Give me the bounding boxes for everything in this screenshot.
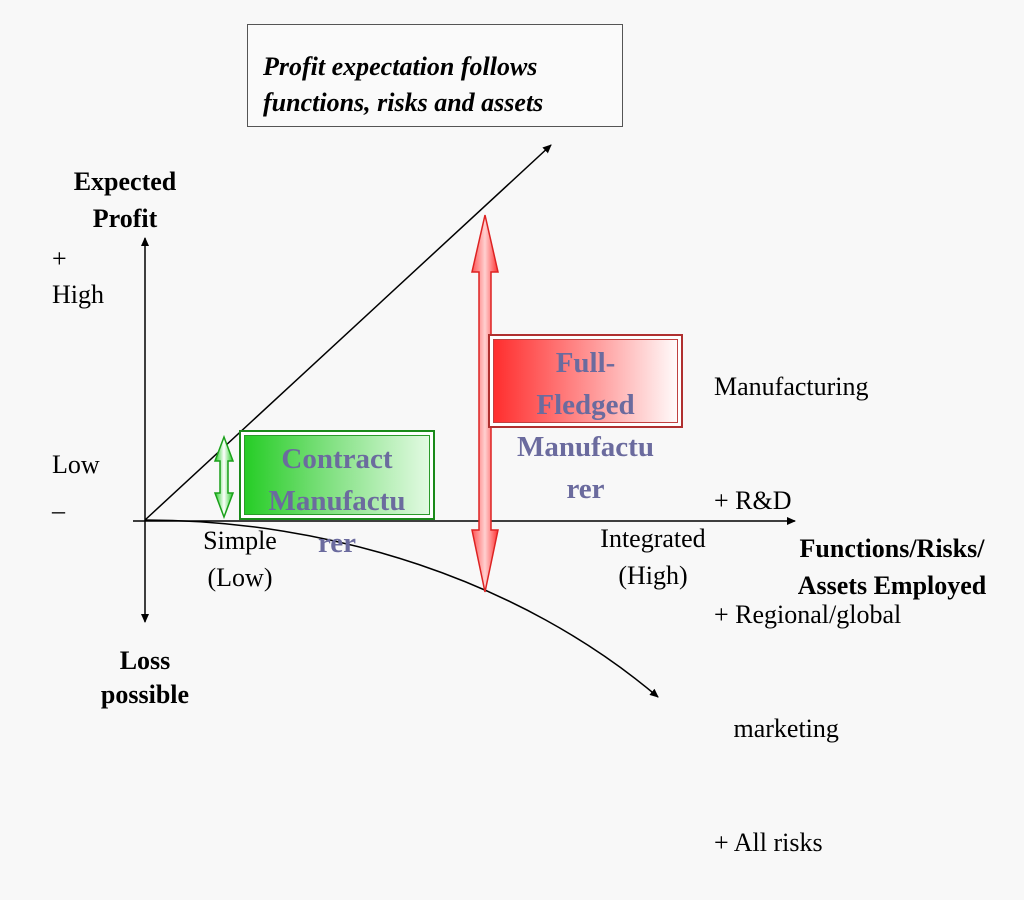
loss-label-line-2: possible <box>100 680 190 709</box>
y-axis-label: Expected Profit <box>55 163 195 237</box>
contract-manufacturer-box <box>239 430 435 520</box>
title-line-2: functions, risks and assets <box>263 88 544 117</box>
diagram-canvas <box>133 144 796 698</box>
simple-label-line-2: (Low) <box>207 563 273 592</box>
x-axis-label: Functions/Risks/ Assets Employed <box>770 530 1014 604</box>
fullfledged-label-line-4: rer <box>566 473 605 505</box>
fullfledged-manufacturer-box <box>488 334 683 428</box>
functions-list-item: + Regional/global <box>714 600 902 629</box>
fullfledged-label-line-2: Fledged <box>536 389 635 421</box>
title-box: Profit expectation follows functions, ri… <box>247 24 623 127</box>
y-axis-label-line-1: Expected <box>73 167 177 196</box>
x-axis-label-line-1: Functions/Risks/ <box>799 534 985 563</box>
contract-label-line-3: rer <box>317 527 357 559</box>
loss-label-line-1: Loss <box>119 646 171 675</box>
loss-label: Loss possible <box>75 644 215 712</box>
fullfledged-label-line-3: Manufactu <box>517 431 654 463</box>
simple-label-line-1: Simple <box>203 526 277 555</box>
integrated-label-line-1: Integrated <box>600 524 706 553</box>
y-axis-label-line-2: Profit <box>92 204 158 233</box>
profit-diagonal-line <box>144 144 552 521</box>
high-label: High <box>52 280 104 309</box>
low-label: Low <box>52 450 100 479</box>
fullfledged-manufacturer-label: Full- Fledged Manufactu rer <box>488 342 683 510</box>
functions-list-item: marketing <box>714 714 839 743</box>
title-line-1: Profit expectation follows <box>263 52 538 81</box>
minus-sign: – <box>52 496 65 525</box>
contract-label-line-2: Manufactu <box>268 485 406 517</box>
contract-range-arrow <box>213 434 235 520</box>
x-axis-label-line-2: Assets Employed <box>797 571 987 600</box>
functions-list-item: + R&D <box>714 486 792 515</box>
contract-manufacturer-label: Contract Manufactu rer <box>239 438 435 564</box>
plus-sign: + <box>52 244 67 273</box>
functions-list: Manufacturing + R&D + Regional/global ma… <box>714 292 901 900</box>
contract-label-line-1: Contract <box>281 443 393 475</box>
fullfledged-label-line-1: Full- <box>555 347 616 379</box>
integrated-label: Integrated (High) <box>578 520 728 594</box>
simple-label: Simple (Low) <box>180 522 300 596</box>
functions-list-item: Manufacturing <box>714 372 869 401</box>
loss-curve <box>144 519 659 698</box>
functions-list-item: + All risks <box>714 828 823 857</box>
integrated-label-line-2: (High) <box>618 561 688 590</box>
fullfledged-range-arrow <box>471 214 499 593</box>
